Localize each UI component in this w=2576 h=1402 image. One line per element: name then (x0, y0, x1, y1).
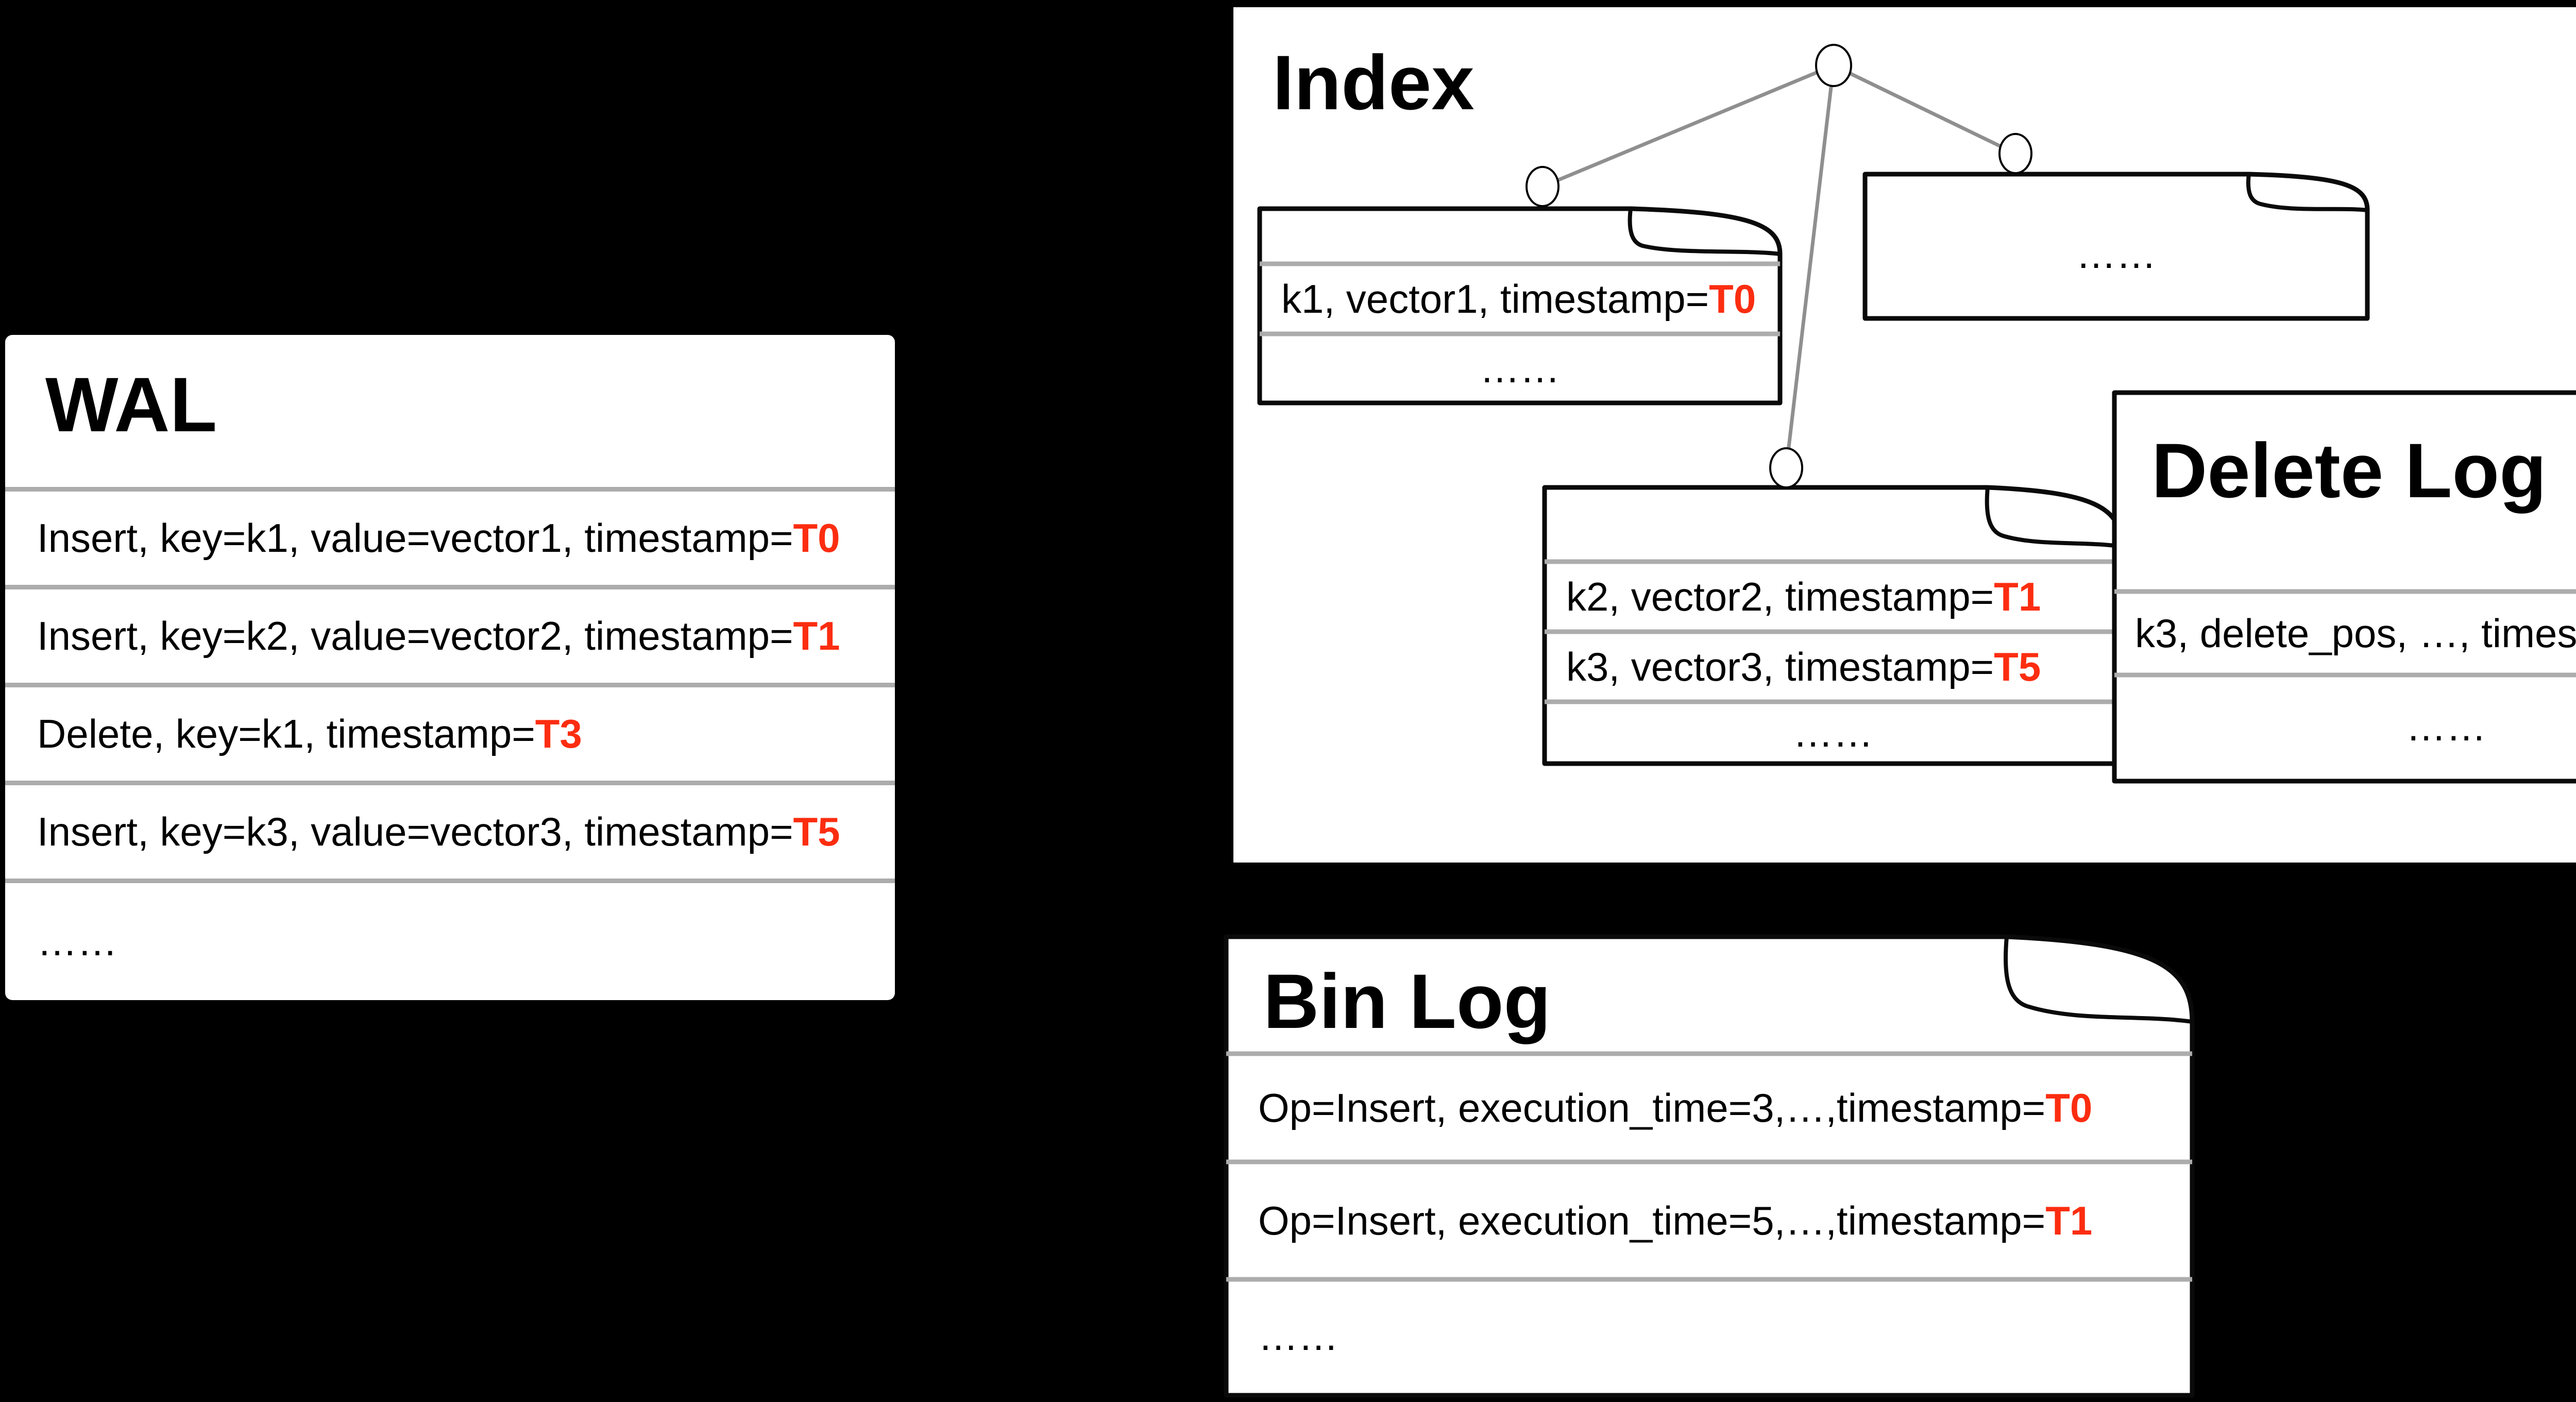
segment-row-ellipsis: …… (1865, 190, 2367, 318)
segment-row-text: k3, vector3, timestamp= (1566, 644, 1994, 689)
wal-box: WAL Insert, key=k1, value=vector1, times… (5, 335, 895, 1000)
ellipsis-text: …… (1793, 710, 1873, 755)
page-fold-crease (2246, 172, 2369, 212)
page-fold-crease (1628, 207, 1782, 256)
segment-row-ellipsis: …… (1545, 702, 2122, 764)
page-fold-crease (1985, 485, 2124, 549)
wal-row: Insert, key=k3, value=vector3, timestamp… (5, 781, 895, 879)
timestamp-value: T0 (2045, 1085, 2093, 1130)
timestamp-value: T5 (793, 809, 840, 854)
segment-doc-more (1862, 172, 2370, 321)
wal-row: Delete, key=k1, timestamp=T3 (5, 683, 895, 781)
tree-node-right (1998, 133, 2032, 174)
wal-row-text: Delete, key=k1, timestamp= (37, 711, 535, 756)
tree-root-node (1815, 44, 1852, 87)
bin-log-row-text: Op=Insert, execution_time=3,…,timestamp= (1258, 1085, 2046, 1130)
bin-log-row: Op=Insert, execution_time=3,…,timestamp=… (1258, 1054, 2170, 1162)
bin-log-row-text: Op=Insert, execution_time=5,…,timestamp= (1258, 1197, 2046, 1243)
delete-log-row: k3, delete_pos, …, timestamp=T3 (2135, 592, 2576, 675)
wal-row-text: Insert, key=k1, value=vector1, timestamp… (37, 515, 793, 561)
tree-node-middle (1769, 447, 1803, 488)
tree-edge-right (1833, 63, 2016, 156)
timestamp-value: T0 (1709, 276, 1756, 322)
segment-row: k1, vector1, timestamp=T0 (1281, 264, 1760, 334)
wal-row-ellipsis: …… (5, 879, 895, 1000)
segment-doc-k1 (1257, 206, 1783, 406)
delete-log-row-text: k3, delete_pos, …, timestamp= (2135, 610, 2576, 656)
wal-row: Insert, key=k1, value=vector1, timestamp… (5, 487, 895, 585)
delete-log-doc (2112, 390, 2576, 784)
wal-row-text: Insert, key=k3, value=vector3, timestamp… (37, 809, 793, 854)
ellipsis-text: …… (2076, 231, 2157, 277)
index-title: Index (1273, 39, 1475, 126)
tree-node-left (1526, 166, 1560, 207)
page-fold-crease (2004, 935, 2194, 1024)
timestamp-value: T0 (793, 515, 840, 561)
wal-header: WAL (5, 335, 895, 487)
page-shape (2112, 390, 2576, 784)
tree-edge-left (1541, 63, 1835, 189)
bin-log-row: Op=Insert, execution_time=5,…,timestamp=… (1258, 1162, 2170, 1279)
segment-row: k3, vector3, timestamp=T5 (1566, 632, 2102, 702)
timestamp-value: T1 (2045, 1197, 2093, 1243)
timestamp-value: T1 (793, 613, 840, 658)
segment-row-text: k1, vector1, timestamp= (1281, 276, 1709, 322)
bin-log-title: Bin Log (1263, 958, 1551, 1044)
segment-row-text: k2, vector2, timestamp= (1566, 573, 1994, 619)
ellipsis-text: …… (37, 919, 117, 964)
ellipsis-text: …… (1258, 1313, 1338, 1359)
segment-doc-k2-k3 (1542, 485, 2124, 766)
wal-row: Insert, key=k2, value=vector2, timestamp… (5, 585, 895, 683)
timestamp-value: T1 (1994, 573, 2041, 619)
delete-log-title: Delete Log (2151, 427, 2547, 514)
page-shape (1862, 172, 2370, 321)
index-tree-nodes (1526, 44, 2032, 488)
bin-log-doc (1224, 934, 2195, 1398)
bin-log-ellipsis: …… (1258, 1279, 2170, 1393)
tree-edge-middle (1784, 65, 1836, 469)
segment-row: k2, vector2, timestamp=T1 (1566, 562, 2102, 632)
index-tree-edges (1541, 63, 2016, 469)
ellipsis-text: …… (2406, 703, 2486, 749)
delete-log-ellipsis: …… (2114, 675, 2576, 778)
wal-row-text: Insert, key=k2, value=vector2, timestamp… (37, 613, 793, 658)
segment-row-ellipsis: …… (1260, 334, 1780, 403)
timestamp-value: T5 (1994, 644, 2041, 689)
timestamp-value: T3 (535, 711, 582, 756)
ellipsis-text: …… (1480, 345, 1560, 391)
wal-title: WAL (45, 361, 217, 448)
